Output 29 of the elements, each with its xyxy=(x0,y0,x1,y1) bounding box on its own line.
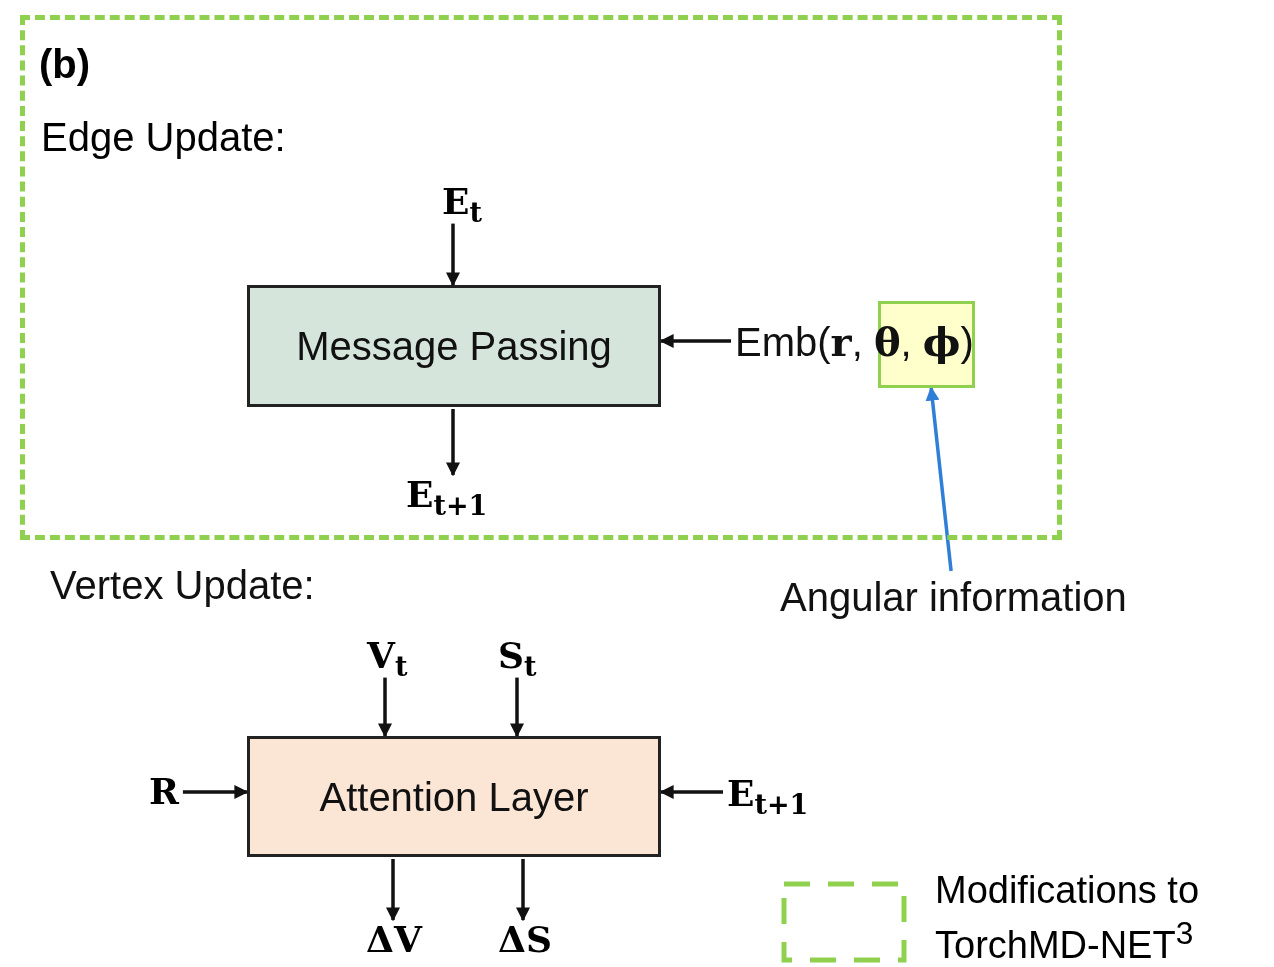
section-heading: Vertex Update: xyxy=(50,563,315,607)
arrow xyxy=(516,859,530,922)
arrow xyxy=(446,409,460,477)
process-box xyxy=(247,736,661,857)
arrow xyxy=(659,334,731,348)
annotation-text: Angular information xyxy=(780,575,1127,619)
math-symbol: E$_{t+1}$ xyxy=(727,774,809,814)
arrow xyxy=(378,677,392,738)
arrow xyxy=(386,859,400,922)
dashed-region xyxy=(20,15,1062,540)
legend-text: Modifications to TorchMD-NET$^{3}$ xyxy=(935,868,1200,967)
panel-label: (b) xyxy=(39,42,91,86)
math-symbol: E$_{t}$ xyxy=(442,182,482,222)
math-symbol: S$_{t}$ xyxy=(498,636,537,676)
arrow xyxy=(510,677,524,738)
math-symbol: ΔS xyxy=(498,920,552,960)
arrow xyxy=(659,785,723,799)
math-symbol: V$_{t}$ xyxy=(367,636,408,676)
arrow xyxy=(446,223,460,287)
arrow xyxy=(182,785,249,799)
math-symbol: E$_{t+1}$ xyxy=(406,475,488,515)
box-label: Message Passing xyxy=(296,324,612,368)
section-heading: Edge Update: xyxy=(41,115,286,159)
math-symbol: R xyxy=(149,772,179,812)
leader-arrow xyxy=(925,386,953,572)
formula-text: Emb(r, θ, ϕ) xyxy=(735,320,974,364)
process-box xyxy=(247,285,661,407)
math-symbol: ΔV xyxy=(366,920,422,960)
box-label: Attention Layer xyxy=(319,774,589,819)
